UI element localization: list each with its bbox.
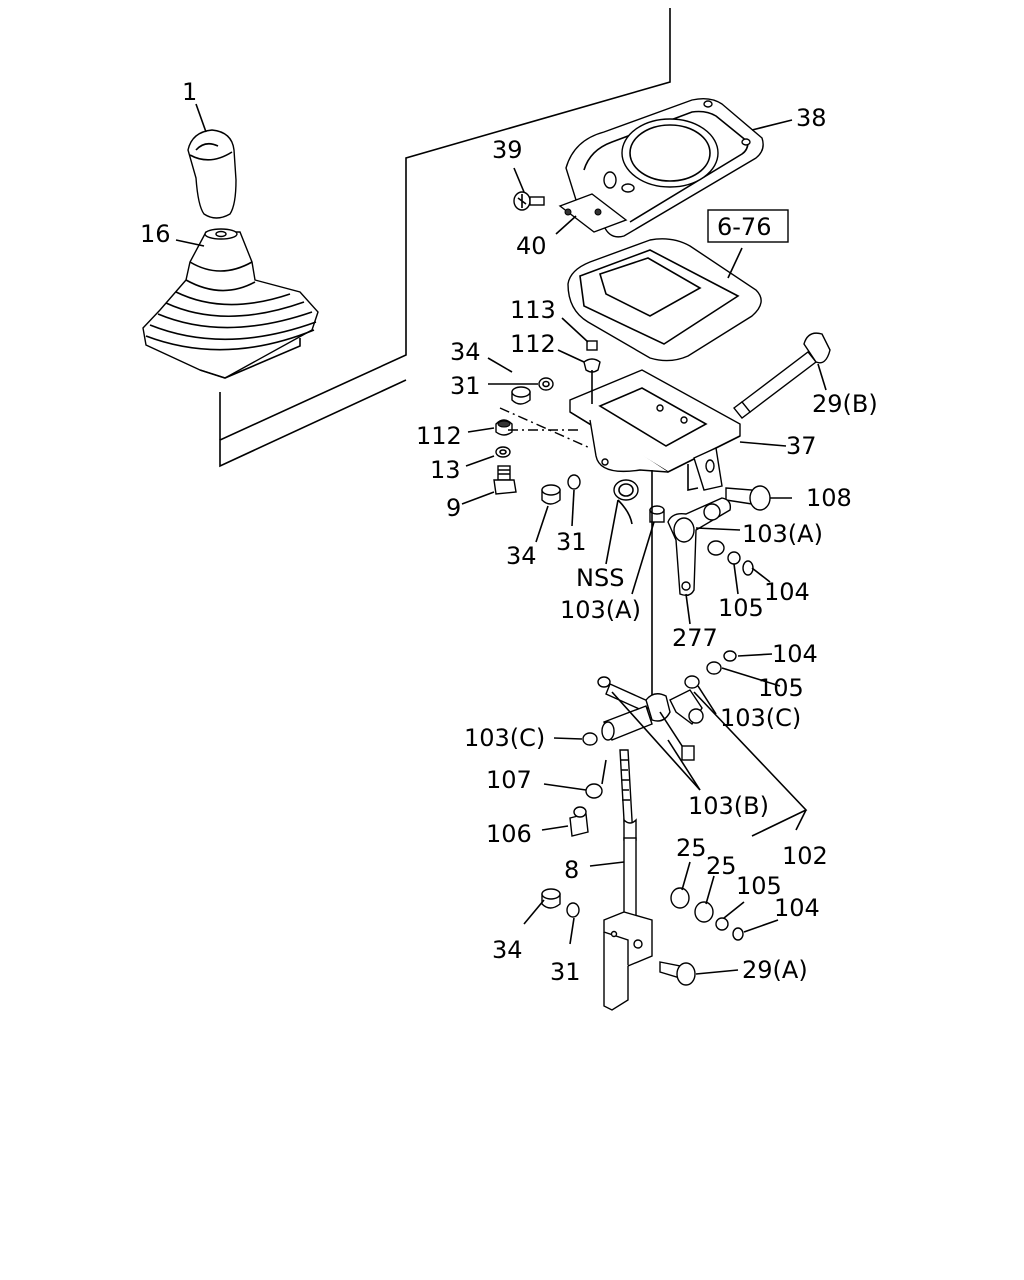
callout-108: 108: [806, 484, 852, 512]
callout-16: 16: [140, 220, 171, 248]
callout-103c-left: 103(C): [464, 724, 545, 752]
callout-113: 113: [510, 296, 556, 324]
reference-box: 6-76: [707, 209, 789, 243]
grommet-112-113: [583, 340, 601, 404]
washer-107: [585, 783, 603, 799]
washer-31-mid: [567, 474, 581, 490]
pin-29a: [659, 961, 696, 986]
callout-106: 106: [486, 820, 532, 848]
callout-104-lower: 104: [772, 640, 818, 668]
callout-34-bottom: 34: [492, 936, 523, 964]
callout-25-left: 25: [676, 834, 707, 862]
shift-rod-8: [603, 749, 653, 1011]
washer-31-top: [538, 377, 554, 391]
washer-13: [495, 446, 511, 458]
washer-25-105-104-bottom: [670, 887, 744, 941]
callout-1: 1: [182, 78, 197, 106]
fitting-106: [569, 806, 589, 837]
callout-9: 9: [446, 494, 461, 522]
callout-102: 102: [782, 842, 828, 870]
nut-34-mid: [541, 484, 561, 505]
callout-31-top: 31: [450, 372, 481, 400]
washer-104-105-mid: [684, 650, 737, 689]
callout-112-left: 112: [416, 422, 462, 450]
callout-37: 37: [786, 432, 817, 460]
callout-8: 8: [564, 856, 579, 884]
callout-38: 38: [796, 104, 827, 132]
pin-108: [725, 485, 771, 511]
bracket-37: [569, 369, 741, 491]
callout-29b: 29(B): [812, 390, 878, 418]
callout-34-top: 34: [450, 338, 481, 366]
callout-105-bottom: 105: [736, 872, 782, 900]
reference-label: 6-76: [717, 213, 771, 241]
callout-13: 13: [430, 456, 461, 484]
callout-labels: 1 16 38 39 40 113 112 34 31 29(B) 112 37…: [140, 78, 878, 986]
washer-31-bottom: [566, 902, 580, 918]
nut-34-bottom: [541, 888, 561, 909]
bushing-103a-left: [649, 505, 665, 523]
callout-103a-right: 103(A): [742, 520, 823, 548]
leader-lines: [175, 103, 827, 975]
bolt-29b: [733, 332, 831, 419]
callout-nss: NSS: [576, 564, 624, 592]
spring-nss: [613, 479, 639, 525]
callout-104-mid: 104: [764, 578, 810, 606]
shift-boot: [142, 228, 319, 379]
callout-34-mid: 34: [506, 542, 537, 570]
bolt-9: [493, 465, 517, 495]
callout-40: 40: [516, 232, 547, 260]
shift-knob: [187, 129, 237, 219]
washer-103c-left: [582, 732, 598, 746]
lever-277: [667, 497, 754, 597]
gasket-plate: [567, 238, 762, 362]
nut-34-top: [511, 386, 531, 405]
callout-105-lower: 105: [758, 674, 804, 702]
dash-line-left: [499, 407, 591, 449]
callout-103c-right: 103(C): [720, 704, 801, 732]
callout-107: 107: [486, 766, 532, 794]
callout-103a-left: 103(A): [560, 596, 641, 624]
boundary-lines: [219, 8, 671, 468]
callout-31-mid: 31: [556, 528, 587, 556]
callout-31-bottom: 31: [550, 958, 581, 986]
screw-39: [513, 191, 602, 216]
callout-104-bottom: 104: [774, 894, 820, 922]
upper-cover: [558, 97, 764, 238]
grommet-112-left: [495, 419, 513, 436]
callout-103b: 103(B): [688, 792, 769, 820]
callout-112-top: 112: [510, 330, 556, 358]
callout-277: 277: [672, 624, 718, 652]
callout-105-mid: 105: [718, 594, 764, 622]
callout-39: 39: [492, 136, 523, 164]
lower-lever-assembly: [597, 676, 704, 761]
callout-25-right: 25: [706, 852, 737, 880]
callout-29a: 29(A): [742, 956, 808, 984]
